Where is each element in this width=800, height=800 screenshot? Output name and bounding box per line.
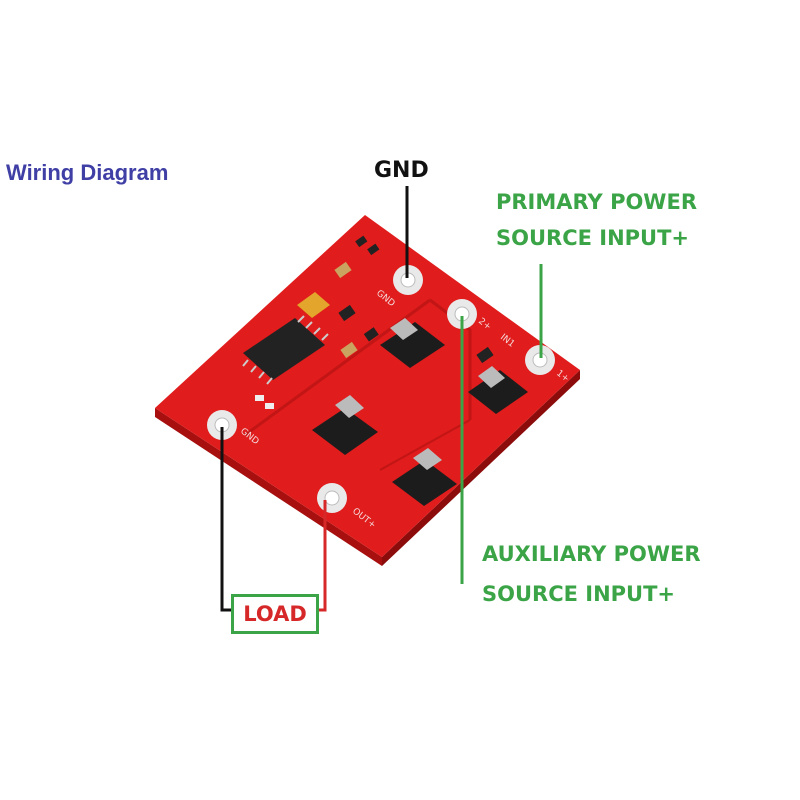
load-box: LOAD [231,594,319,634]
mosfet-2 [468,366,528,414]
load-label: LOAD [243,602,307,626]
mosfet-3 [312,395,378,455]
capacitor-yellow [297,292,330,318]
primary-power-label: PRIMARY POWER SOURCE INPUT+ [496,184,697,256]
ic-chip [242,315,329,385]
aux-power-line1: AUXILIARY POWER [482,542,701,566]
diagram-title: Wiring Diagram [6,160,169,185]
pad-out [317,483,347,513]
primary-power-line2: SOURCE INPUT+ [496,226,690,250]
pad-in1 [525,345,555,375]
capacitor [340,341,358,359]
pcb-top-face [155,215,580,557]
mosfet-4 [392,448,457,506]
gnd-label: GND [374,158,429,183]
auxiliary-power-label: AUXILIARY POWER SOURCE INPUT+ [482,534,701,614]
primary-power-line1: PRIMARY POWER [496,190,697,214]
capacitor [334,261,352,279]
aux-power-line2: SOURCE INPUT+ [482,582,676,606]
pad-in2 [447,299,477,329]
mosfet-1 [380,318,445,368]
